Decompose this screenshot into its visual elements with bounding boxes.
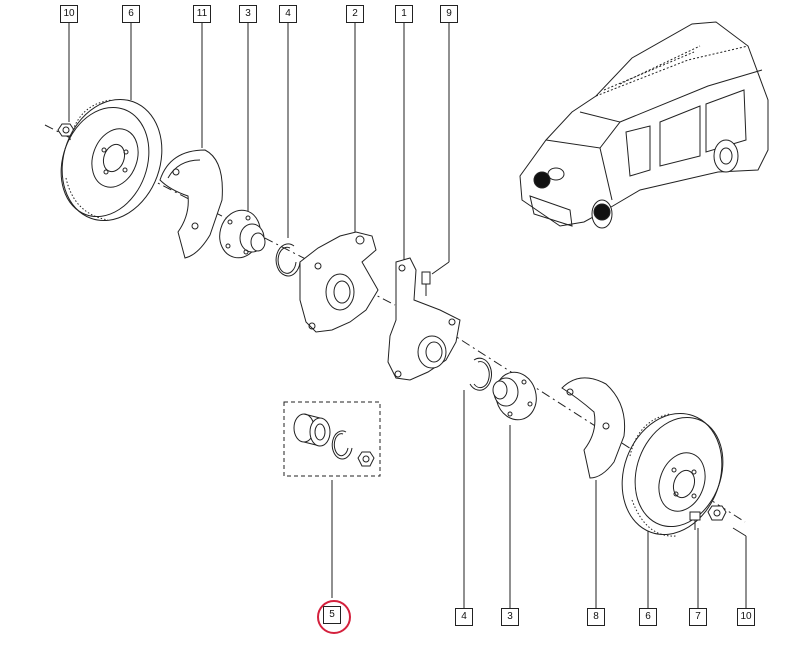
callout-8-bottom: 8 bbox=[587, 608, 605, 626]
leader-top-9-tip bbox=[431, 261, 450, 275]
brake-disc-right bbox=[621, 412, 724, 537]
dust-shield-left bbox=[159, 149, 223, 259]
callout-10-bottom: 10 bbox=[737, 608, 755, 626]
dust-shield-right bbox=[561, 377, 626, 479]
wheel-hub-right bbox=[492, 371, 537, 421]
bolt-knuckle bbox=[421, 271, 431, 296]
kit-nut bbox=[357, 451, 375, 467]
steering-knuckle-right bbox=[387, 257, 461, 381]
wheel-bearing bbox=[293, 413, 331, 447]
callout-4-top: 4 bbox=[279, 5, 297, 23]
callout-9-top: 9 bbox=[440, 5, 458, 23]
callout-1-top: 1 bbox=[395, 5, 413, 23]
callout-10-top: 10 bbox=[60, 5, 78, 23]
leader-bottom-10-tip bbox=[732, 527, 747, 537]
wheel-hub-left bbox=[219, 209, 266, 259]
van-illustration bbox=[519, 21, 769, 229]
callout-3-bottom: 3 bbox=[501, 608, 519, 626]
callout-6-top: 6 bbox=[122, 5, 140, 23]
circlip-left bbox=[275, 243, 301, 277]
callout-7-bottom: 7 bbox=[689, 608, 707, 626]
callout-5-bottom: 5 bbox=[323, 606, 341, 624]
callout-6-bottom: 6 bbox=[639, 608, 657, 626]
kit-box bbox=[283, 401, 381, 477]
nut-right bbox=[707, 505, 727, 521]
circlip-right bbox=[469, 357, 492, 391]
callout-2-top: 2 bbox=[346, 5, 364, 23]
kit-circlip bbox=[331, 430, 353, 460]
callout-4-bottom: 4 bbox=[455, 608, 473, 626]
brake-disc-left bbox=[60, 98, 163, 222]
callout-3-top: 3 bbox=[239, 5, 257, 23]
steering-knuckle-left bbox=[299, 231, 379, 333]
wheel-bolt bbox=[689, 511, 701, 530]
callout-11-top: 11 bbox=[193, 5, 211, 23]
